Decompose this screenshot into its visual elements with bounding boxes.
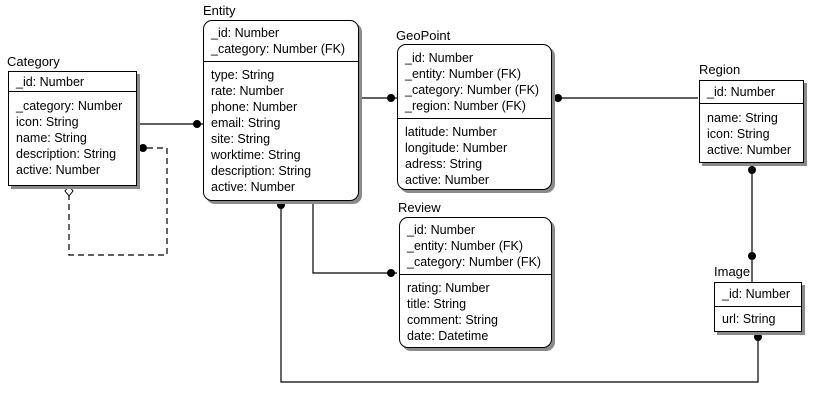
image-keys: _id: Number [715,283,801,307]
key-field: _category: Number (FK) [211,42,346,56]
attribute-field: icon: String [707,127,770,141]
image-attributes: url: String [715,307,801,328]
review-table[interactable]: _id: Number _entity: Number (FK) _catego… [399,217,552,348]
attribute-field: phone: Number [211,100,298,114]
review-title: Review [398,200,441,215]
region-table[interactable]: _id: Number name: String icon: String ac… [699,80,804,163]
endpoint-dot [139,144,147,152]
rel-category-self [68,147,168,256]
category-table[interactable]: _id: Number _category: Number icon: Stri… [8,71,137,186]
region-attributes: name: String icon: String active: Number [700,104,803,159]
category-keys: _id: Number [9,72,136,92]
key-field: _entity: Number (FK) [405,67,522,81]
geopoint-keys: _id: Number _entity: Number (FK) _catego… [398,45,551,119]
key-field: _id: Number [16,75,85,89]
endpoint-dot [387,94,395,102]
attribute-field: name: String [16,131,87,145]
attribute-field: url: String [722,312,776,326]
attribute-field: longitude: Number [405,141,508,155]
key-field: _id: Number [405,51,474,65]
attribute-field: _category: Number [16,99,123,113]
image-table[interactable]: _id: Number url: String [714,282,802,332]
attribute-field: active: Number [405,173,490,187]
review-attributes: rating: Number title: String comment: St… [400,275,551,345]
attribute-field: name: String [707,111,778,125]
region-keys: _id: Number [700,81,803,104]
key-field: _id: Number [211,26,280,40]
endpoint-dot [277,201,285,209]
endpoint-dot [754,333,762,341]
category-attributes: _category: Number icon: String name: Str… [9,92,136,179]
attribute-field: adress: String [405,157,483,171]
attribute-field: worktime: String [211,148,301,162]
attribute-field: active: Number [16,163,101,177]
geopoint-table[interactable]: _id: Number _entity: Number (FK) _catego… [397,44,552,190]
endpoint-dot [193,120,201,128]
key-field: _id: Number [407,223,476,237]
category-title: Category [7,54,60,69]
key-field: _id: Number [707,85,776,99]
key-field: _entity: Number (FK) [407,239,524,253]
attribute-field: email: String [211,116,281,130]
key-field: _region: Number (FK) [405,99,526,113]
endpoint-dot [554,94,562,102]
endpoint-dot [387,269,395,277]
key-field: _id: Number [722,287,791,301]
attribute-field: description: String [16,147,117,161]
attribute-field: active: Number [211,180,296,194]
entity-attributes: type: String rate: Number phone: Number … [204,62,358,196]
review-keys: _id: Number _entity: Number (FK) _catego… [400,218,551,275]
attribute-field: type: String [211,68,275,82]
attribute-field: description: String [211,164,312,178]
endpoint-dot [748,252,756,260]
attribute-field: title: String [407,297,467,311]
geopoint-attributes: latitude: Number longitude: Number adres… [398,119,551,189]
attribute-field: rating: Number [407,281,490,295]
region-title: Region [699,62,741,77]
key-field: _category: Number (FK) [407,255,542,269]
entity-table[interactable]: _id: Number _category: Number (FK) type:… [203,20,359,201]
diamond-marker [64,185,74,197]
entity-title: Entity [203,3,236,18]
attribute-field: date: Datetime [407,329,489,343]
rel-entity-image [280,201,759,383]
attribute-field: icon: String [16,115,79,129]
key-field: _category: Number (FK) [405,83,540,97]
entity-keys: _id: Number _category: Number (FK) [204,21,358,62]
attribute-field: latitude: Number [405,125,497,139]
attribute-field: rate: Number [211,84,284,98]
geopoint-title: GeoPoint [396,28,451,43]
attribute-field: site: String [211,132,271,146]
attribute-field: comment: String [407,313,499,327]
endpoint-dot [748,166,756,174]
attribute-field: active: Number [707,143,792,157]
rel-entity-review [312,201,397,274]
image-title: Image [714,264,751,279]
